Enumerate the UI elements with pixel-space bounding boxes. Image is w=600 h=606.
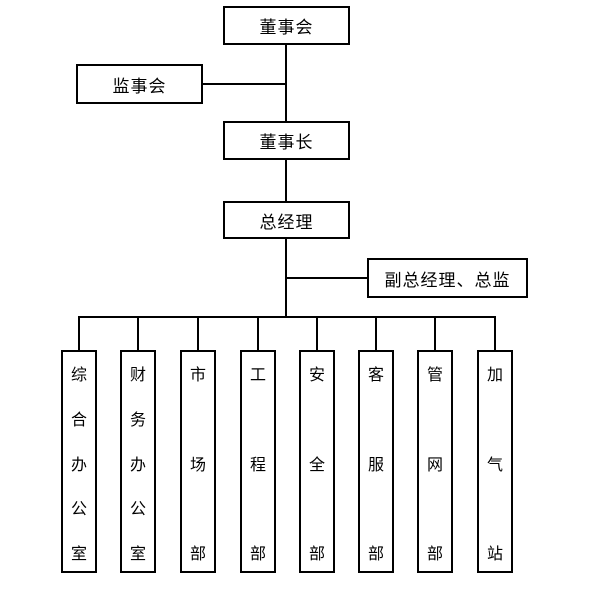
dept-label-char: 合 xyxy=(70,409,87,429)
dept-label-char: 综 xyxy=(70,365,87,384)
dept-label-char: 务 xyxy=(129,409,146,429)
connector-drop-dept-3 xyxy=(197,316,199,350)
dept-label-char: 室 xyxy=(129,544,146,563)
dept-label-char: 部 xyxy=(189,544,206,563)
connector-distribution-bar xyxy=(78,316,496,318)
dept-label-char: 管 xyxy=(426,365,443,384)
org-box-board: 董事会 xyxy=(223,6,350,45)
dept-label-char: 公 xyxy=(70,499,87,519)
connector-supervisory-to-trunk xyxy=(203,83,287,85)
dept-label-char: 服 xyxy=(367,454,384,474)
org-box-general-manager: 总经理 xyxy=(223,201,350,239)
dept-box-gas-filling-station: 加气站 xyxy=(477,350,513,573)
dept-label-char: 办 xyxy=(129,454,146,474)
connector-drop-dept-2 xyxy=(137,316,139,350)
dept-label-char: 市 xyxy=(189,365,206,384)
dept-label-char: 气 xyxy=(486,454,503,474)
org-box-supervisory-label: 监事会 xyxy=(112,76,167,97)
dept-box-marketing: 市场部 xyxy=(180,350,216,573)
dept-label-char: 站 xyxy=(486,544,503,563)
dept-label-char: 网 xyxy=(426,454,443,474)
connector-drop-dept-4 xyxy=(257,316,259,350)
connector-chairman-to-gm xyxy=(285,160,287,201)
dept-box-finance-office: 财务办公室 xyxy=(120,350,156,573)
connector-drop-dept-5 xyxy=(316,316,318,350)
dept-label-char: 部 xyxy=(367,544,384,563)
connector-drop-dept-6 xyxy=(375,316,377,350)
dept-label-char: 客 xyxy=(367,365,384,384)
dept-label-char: 办 xyxy=(70,454,87,474)
dept-label-char: 全 xyxy=(308,454,325,474)
dept-label-char: 部 xyxy=(426,544,443,563)
dept-label-char: 室 xyxy=(70,544,87,563)
dept-box-customer-service: 客服部 xyxy=(358,350,394,573)
dept-label-char: 程 xyxy=(249,454,266,474)
dept-box-safety: 安全部 xyxy=(299,350,335,573)
connector-gm-to-departments xyxy=(285,239,287,318)
dept-label-char: 财 xyxy=(129,365,146,384)
dept-label-char: 工 xyxy=(249,365,266,384)
dept-label-char: 部 xyxy=(308,544,325,563)
org-box-supervisory: 监事会 xyxy=(76,64,203,104)
org-box-deputy-gm-director-label: 副总经理、总监 xyxy=(384,270,511,291)
connector-drop-dept-8 xyxy=(494,316,496,350)
dept-label-char: 部 xyxy=(249,544,266,563)
org-box-general-manager-label: 总经理 xyxy=(259,212,314,233)
connector-drop-dept-7 xyxy=(434,316,436,350)
org-box-chairman-label: 董事长 xyxy=(259,133,314,153)
connector-drop-dept-1 xyxy=(78,316,80,350)
dept-label-char: 安 xyxy=(308,365,325,384)
dept-label-char: 场 xyxy=(189,454,206,474)
org-box-board-label: 董事会 xyxy=(259,18,314,38)
org-box-deputy-gm-director: 副总经理、总监 xyxy=(367,258,528,298)
dept-label-char: 加 xyxy=(486,365,503,384)
dept-box-pipeline-network: 管网部 xyxy=(417,350,453,573)
dept-box-general-office: 综合办公室 xyxy=(61,350,97,573)
org-box-chairman: 董事长 xyxy=(223,121,350,160)
connector-trunk-to-deputy xyxy=(287,277,367,279)
dept-label-char: 公 xyxy=(129,499,146,519)
dept-box-engineering: 工程部 xyxy=(240,350,276,573)
